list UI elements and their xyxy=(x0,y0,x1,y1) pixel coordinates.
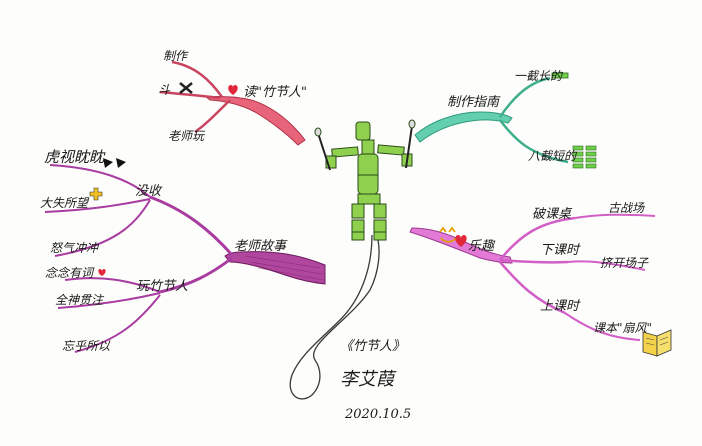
item-short-pieces: 八截短的 xyxy=(528,149,578,163)
purple-leaf-muttering xyxy=(64,277,161,293)
item-in-class: 上课时 xyxy=(540,299,581,314)
teal-subbranch-long xyxy=(498,76,551,118)
pink-subbranch-desk xyxy=(499,216,576,261)
item-teacher-plays: 老师玩 xyxy=(168,129,206,143)
branch-top-left: 读"竹节人" 制作 斗 老师玩 xyxy=(158,49,307,146)
red-subbranch-teacher xyxy=(194,99,231,134)
purple-leaf-focused xyxy=(57,292,161,309)
red-subbranch-fight xyxy=(159,90,221,100)
purple-subbranch-confiscate xyxy=(149,195,234,256)
bamboo-stick-icon xyxy=(572,145,597,169)
red-main-branch xyxy=(203,95,306,146)
bamboo-figure xyxy=(289,119,416,400)
item-fight: 斗 xyxy=(158,83,171,97)
topic-fun: 乐趣 xyxy=(468,239,496,254)
topic-teacher-story: 老师故事 xyxy=(234,239,288,254)
item-clear-space: 挤开场子 xyxy=(600,256,649,270)
item-disappointed: 大失所望 xyxy=(40,196,90,210)
topic-read-bamboo: 读"竹节人" xyxy=(243,85,307,100)
pink-leaf-battlefield xyxy=(574,213,656,219)
item-confiscate: 没收 xyxy=(135,184,163,199)
item-focused: 全神贯注 xyxy=(55,293,105,307)
topic-make-guide: 制作指南 xyxy=(447,95,501,110)
smiley-icon xyxy=(439,226,457,243)
item-recess: 下课时 xyxy=(540,243,581,258)
sparkle-icon xyxy=(89,187,103,201)
branch-top-right: 制作指南 一截长的 八截短的 xyxy=(414,69,597,169)
purple-branch-hatching xyxy=(244,255,324,281)
figure-string xyxy=(289,234,380,400)
center-date: 2020.10.5 xyxy=(344,407,411,422)
heart-icon xyxy=(98,269,106,276)
purple-main-branch xyxy=(224,251,326,285)
teal-main-branch xyxy=(414,111,513,143)
pink-leaf-fan xyxy=(564,312,641,341)
purple-leaf-forgetful xyxy=(74,294,161,353)
item-make: 制作 xyxy=(163,49,189,63)
heart-icon xyxy=(455,235,467,247)
center-author: 李艾葭 xyxy=(340,369,397,390)
heart-icon xyxy=(228,85,238,95)
item-broken-desk: 破课桌 xyxy=(532,207,573,222)
center-title: 《竹节人》 xyxy=(340,339,405,354)
teal-subbranch-short xyxy=(499,119,569,164)
purple-leaf-angry xyxy=(54,199,151,257)
item-muttering: 念念有词 xyxy=(45,266,95,280)
item-forgetful: 忘乎所以 xyxy=(62,339,111,353)
pink-subbranch-class xyxy=(499,261,566,315)
pink-subbranch-recess xyxy=(499,258,569,264)
bamboo-stick-icon xyxy=(551,72,569,79)
purple-subbranch-play xyxy=(159,256,233,294)
purple-leaf-glaring xyxy=(49,164,151,198)
item-play-bamboo: 玩竹节人 xyxy=(136,279,188,294)
item-long-piece: 一截长的 xyxy=(514,69,564,83)
pink-leaf-clear-space xyxy=(567,260,646,271)
book-icon xyxy=(642,329,672,357)
branch-bottom-right: 乐趣 破课桌 古战场 下课时 挤开场子 上课时 课本"扇风" xyxy=(409,201,672,357)
item-angry: 怒气冲冲 xyxy=(50,241,100,255)
item-battlefield: 古战场 xyxy=(608,201,645,215)
item-glaring: 虎视眈眈 xyxy=(44,148,106,166)
red-subbranch-make xyxy=(171,60,224,98)
eyes-icon xyxy=(103,158,126,168)
item-fan: 课本"扇风" xyxy=(593,321,652,335)
cross-icon xyxy=(179,82,193,94)
branch-bottom-left: 老师故事 没收 虎视眈眈 大失所望 怒气冲冲 玩竹节人 念念有词 全神贯注 忘乎… xyxy=(40,148,326,353)
purple-leaf-disappointed xyxy=(44,198,151,213)
